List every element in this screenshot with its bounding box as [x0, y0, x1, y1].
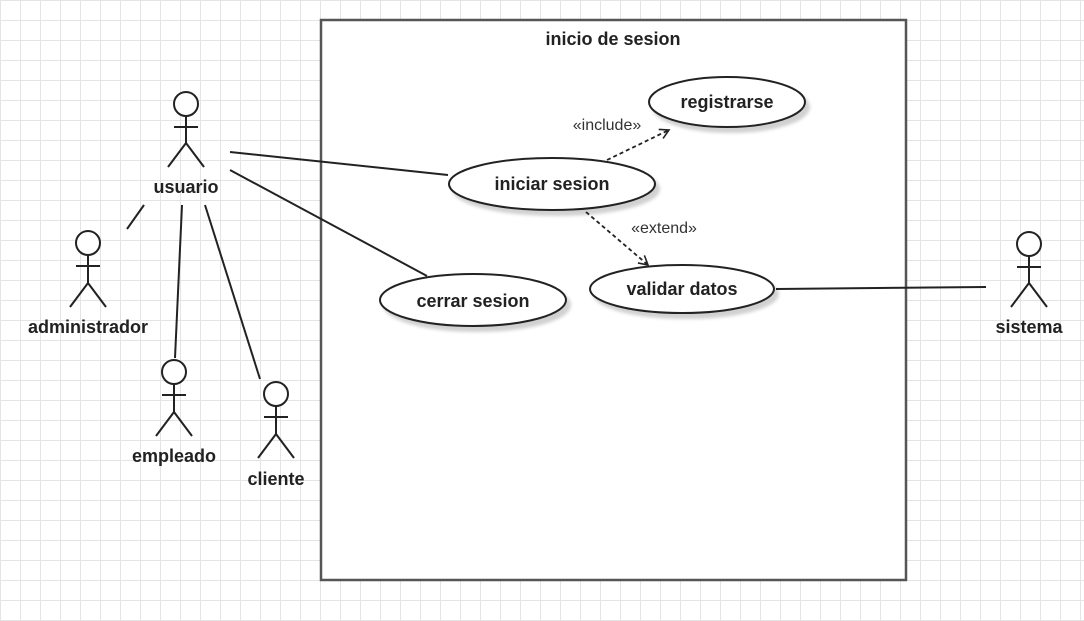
actor-empleado-label: empleado	[132, 446, 216, 466]
generalization-cliente-usuario[interactable]	[204, 204, 261, 380]
use-case-validar-datos[interactable]: validar datos	[589, 264, 775, 314]
actor-administrador-label: administrador	[28, 317, 148, 337]
actor-cliente[interactable]: cliente	[247, 381, 305, 489]
association-validar-datos-sistema[interactable]	[775, 286, 987, 290]
actor-sistema-label: sistema	[995, 317, 1063, 337]
actor-cliente-label: cliente	[247, 469, 304, 489]
actor-cliente-figure	[257, 381, 295, 459]
actor-sistema[interactable]: sistema	[995, 231, 1064, 337]
use-case-iniciar-sesion[interactable]: iniciar sesion	[448, 157, 656, 211]
use-case-validar-datos-label: validar datos	[626, 279, 737, 299]
extend-relation[interactable]: «extend»	[585, 211, 697, 267]
association-usuario-cerrar-sesion[interactable]	[229, 169, 428, 277]
use-case-cerrar-sesion-label: cerrar sesion	[416, 291, 529, 311]
system-title: inicio de sesion	[545, 29, 680, 49]
actor-usuario-label: usuario	[153, 177, 218, 197]
generalization-empleado-usuario[interactable]	[174, 204, 183, 359]
associations	[229, 151, 987, 290]
actor-sistema-figure	[1010, 231, 1048, 308]
use-case-cerrar-sesion[interactable]: cerrar sesion	[379, 273, 567, 327]
include-arrow[interactable]	[606, 128, 671, 161]
use-case-iniciar-sesion-label: iniciar sesion	[494, 174, 609, 194]
actor-empleado-figure	[155, 359, 193, 437]
use-case-registrarse-label: registrarse	[680, 92, 773, 112]
actor-usuario[interactable]: usuario	[153, 91, 219, 197]
include-label: «include»	[573, 117, 642, 134]
actor-empleado[interactable]: empleado	[132, 359, 216, 466]
extend-label: «extend»	[631, 220, 697, 237]
use-case-registrarse[interactable]: registrarse	[648, 76, 806, 128]
actor-administrador-figure	[69, 230, 107, 308]
include-relation[interactable]: «include»	[573, 117, 671, 161]
actor-administrador[interactable]: administrador	[28, 230, 148, 337]
actor-usuario-figure	[167, 91, 205, 168]
generalizations	[126, 204, 261, 380]
generalization-administrador-usuario[interactable]	[126, 204, 145, 230]
association-usuario-iniciar-sesion[interactable]	[229, 151, 449, 176]
